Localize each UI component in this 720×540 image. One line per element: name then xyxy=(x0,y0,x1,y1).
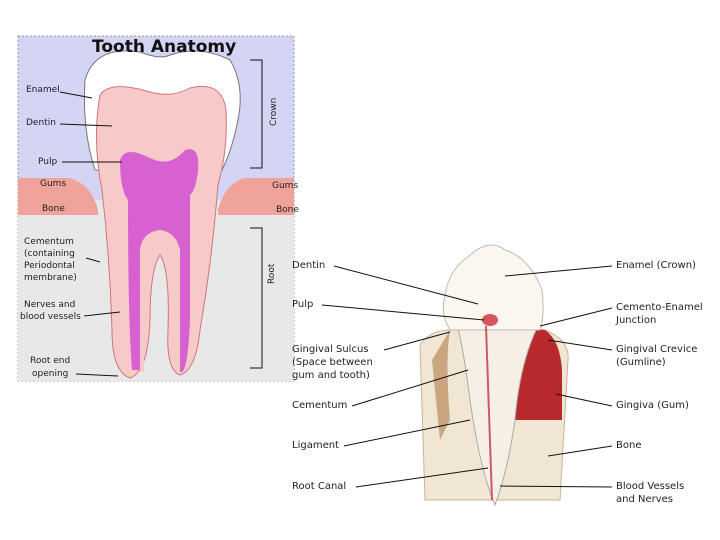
label-sulcus-line-1: Gingival Sulcus xyxy=(292,344,369,355)
label-vessels-line-2: and Nerves xyxy=(616,494,673,505)
label-sulcus-3d: Gingival Sulcus (Space between gum and t… xyxy=(292,344,376,381)
label-gums-right: Gums xyxy=(272,181,298,191)
label-crevice-line-1: Gingival Crevice xyxy=(616,344,697,355)
label-root: Root xyxy=(267,263,277,284)
label-root-end-line-2: opening xyxy=(32,369,68,379)
label-pulp-3d: Pulp xyxy=(292,299,313,310)
label-crevice-3d: Gingival Crevice (Gumline) xyxy=(616,344,701,368)
label-cementum-line-2: (containing xyxy=(24,249,75,259)
label-ligament-3d: Ligament xyxy=(292,440,339,451)
right-tooth-diagram: Dentin Pulp Gingival Sulcus (Space betwe… xyxy=(292,245,706,505)
label-nerves-line-1: Nerves and xyxy=(24,300,75,310)
label-vessels-3d: Blood Vessels and Nerves xyxy=(616,481,687,505)
label-pulp: Pulp xyxy=(38,157,57,167)
label-crown: Crown xyxy=(269,98,279,126)
label-cementum-line-3: Periodontal xyxy=(24,261,75,271)
label-nerves-line-2: blood vessels xyxy=(20,312,81,322)
label-enamel-crown-3d: Enamel (Crown) xyxy=(616,260,696,271)
label-cementum-line-4: membrane) xyxy=(24,273,77,283)
label-gingiva-3d: Gingiva (Gum) xyxy=(616,400,689,411)
label-bone-3d: Bone xyxy=(616,440,641,451)
label-sulcus-line-3: gum and tooth) xyxy=(292,370,370,381)
label-sulcus-line-2: (Space between xyxy=(292,357,373,368)
label-root-canal-3d: Root Canal xyxy=(292,481,346,492)
pulp-3d xyxy=(482,314,498,326)
label-crevice-line-2: (Gumline) xyxy=(616,357,666,368)
left-diagram-title: Tooth Anatomy xyxy=(92,37,236,57)
label-dentin: Dentin xyxy=(26,118,56,128)
label-bone-left: Bone xyxy=(42,204,65,214)
left-tooth-diagram: Tooth Anatomy Enamel Dentin Pulp Gums Bo… xyxy=(18,36,299,381)
leader-cej-3d xyxy=(540,308,612,326)
label-cej-3d: Cemento-Enamel Junction xyxy=(615,302,706,326)
label-enamel: Enamel xyxy=(26,85,60,95)
label-cementum-3d: Cementum xyxy=(292,400,347,411)
label-gums-left: Gums xyxy=(40,179,66,189)
label-root-end-line-1: Root end xyxy=(30,356,70,366)
label-vessels-line-1: Blood Vessels xyxy=(616,481,684,492)
label-cej-line-1: Cemento-Enamel xyxy=(616,302,703,313)
label-dentin-3d: Dentin xyxy=(292,260,325,271)
label-bone-right: Bone xyxy=(276,205,299,215)
label-cementum-line-1: Cementum xyxy=(24,237,74,247)
label-cej-line-2: Junction xyxy=(615,315,656,326)
